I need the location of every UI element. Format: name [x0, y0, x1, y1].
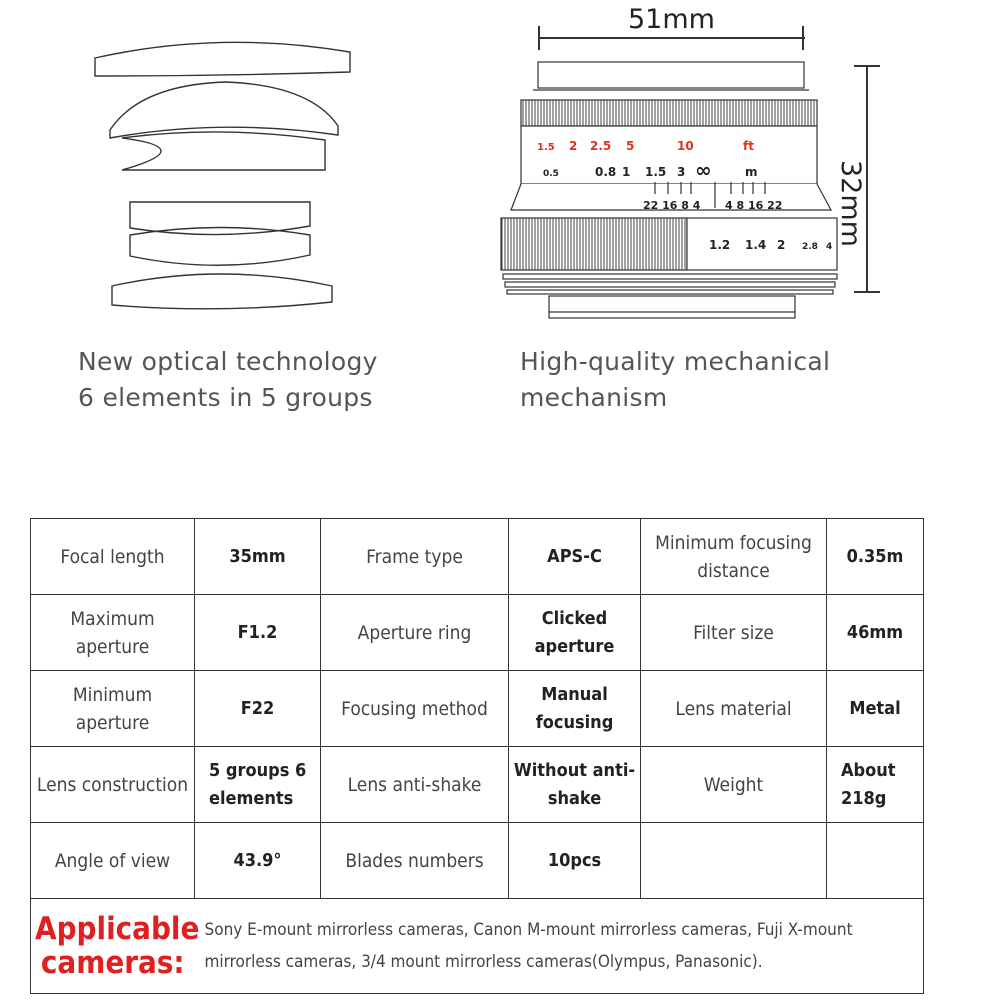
- lens-element-3: [121, 131, 326, 171]
- spec-label-cell: Weight: [640, 746, 827, 823]
- width-dimension-line: [538, 26, 805, 50]
- ft-scale-3: 2.5: [590, 139, 611, 153]
- spec-label-cell: Lens anti-shake: [320, 746, 509, 823]
- spec-label-cell: [640, 822, 827, 899]
- mechanics-caption: High-quality mechanical mechanism: [520, 344, 830, 416]
- applicable-label-cell: Applicable cameras:: [30, 898, 200, 994]
- spec-value-cell: 46mm: [826, 594, 924, 671]
- dof-left-scale: 22 16 8 4: [643, 199, 701, 212]
- aperture-scale-4: 2.8: [802, 242, 818, 252]
- spec-label-cell: Filter size: [640, 594, 827, 671]
- aperture-scale-5: 4: [826, 242, 832, 252]
- lens-element-6: [111, 273, 333, 310]
- optics-caption: New optical technology 6 elements in 5 g…: [78, 344, 378, 416]
- spec-label-cell: Minimum aperture: [30, 670, 195, 747]
- height-dimension-line: [854, 65, 880, 293]
- applicable-row: Applicable cameras: Sony E-mount mirrorl…: [30, 898, 924, 994]
- m-scale-6: ∞: [695, 158, 712, 182]
- dof-right-scale: 4 8 16 22: [725, 199, 782, 212]
- spec-label-cell: Lens construction: [30, 746, 195, 823]
- spec-label-cell: Focusing method: [320, 670, 509, 747]
- aperture-scale-1: 1.2: [709, 238, 730, 252]
- ft-scale-5: 10: [677, 139, 694, 153]
- spec-value-cell: Metal: [826, 670, 924, 747]
- spec-label-cell: Maximum aperture: [30, 594, 195, 671]
- m-scale-3: 1: [622, 165, 630, 179]
- spec-label-cell: Lens material: [640, 670, 827, 747]
- optical-elements-diagram: [94, 41, 351, 310]
- spec-value-cell: F1.2: [194, 594, 321, 671]
- spec-value-cell: 0.35m: [826, 518, 924, 595]
- spec-label-cell: Minimum focusing distance: [640, 518, 827, 595]
- spec-label-cell: Frame type: [320, 518, 509, 595]
- ft-scale-4: 5: [626, 139, 634, 153]
- applicable-label: Applicable cameras:: [35, 911, 200, 981]
- spec-value-cell: 10pcs: [508, 822, 641, 899]
- m-scale-4: 1.5: [645, 165, 666, 179]
- spec-label-cell: Focal length: [30, 518, 195, 595]
- m-scale-1: 0.5: [543, 169, 559, 179]
- spec-value-cell: APS-C: [508, 518, 641, 595]
- applicable-text: Sony E-mount mirrorless cameras, Canon M…: [204, 920, 853, 972]
- spec-value-cell: [826, 822, 924, 899]
- lens-element-2: [109, 81, 339, 139]
- m-scale-5: 3: [677, 165, 685, 179]
- spec-value-cell: Manual focusing: [508, 670, 641, 747]
- spec-label-cell: Blades numbers: [320, 822, 509, 899]
- spec-value-cell: F22: [194, 670, 321, 747]
- aperture-scale-2: 1.4: [745, 238, 766, 252]
- spec-label-cell: Aperture ring: [320, 594, 509, 671]
- ft-scale-1: 1.5: [537, 142, 555, 153]
- spec-value-cell: About 218g: [826, 746, 924, 823]
- aperture-scale-3: 2: [777, 238, 785, 252]
- lens-element-5: [129, 226, 311, 266]
- lens-element-1: [94, 41, 351, 77]
- mechanics-caption-line2: mechanism: [520, 383, 668, 412]
- spec-label-cell: Angle of view: [30, 822, 195, 899]
- ft-scale-2: 2: [569, 139, 577, 153]
- lens-body-diagram: 1.5 2 2.5 5 10 ft 0.5 0.8 1 1.5 3 ∞ m 22…: [500, 61, 838, 319]
- spec-value-cell: 35mm: [194, 518, 321, 595]
- spec-value-cell: 43.9°: [194, 822, 321, 899]
- lens-element-4: [129, 201, 311, 236]
- ft-scale-6: ft: [743, 139, 754, 153]
- spec-value-cell: Without anti-shake: [508, 746, 641, 823]
- optics-caption-line1: New optical technology: [78, 347, 378, 376]
- spec-value-cell: 5 groups 6 elements: [194, 746, 321, 823]
- mechanics-caption-line1: High-quality mechanical: [520, 347, 831, 376]
- spec-value-cell: Clicked aperture: [508, 594, 641, 671]
- applicable-text-cell: Sony E-mount mirrorless cameras, Canon M…: [194, 898, 924, 994]
- width-dimension-label: 51mm: [628, 4, 715, 35]
- m-scale-7: m: [745, 165, 758, 179]
- m-scale-2: 0.8: [595, 165, 616, 179]
- optics-caption-line2: 6 elements in 5 groups: [78, 383, 373, 412]
